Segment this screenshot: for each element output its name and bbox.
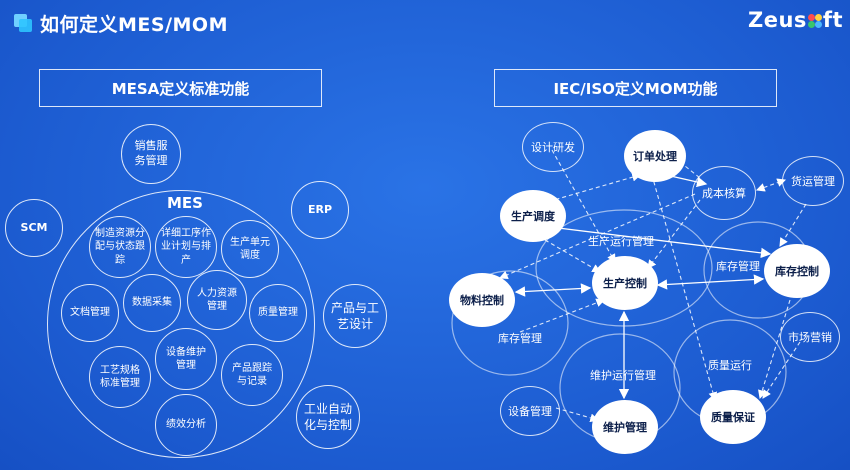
node-product-design: 产品与工艺设计 <box>323 284 387 348</box>
page-title: 如何定义MES/MOM <box>40 13 228 36</box>
left-section-title: MESA定义标准功能 <box>39 69 322 107</box>
title-mark-icon <box>14 14 32 32</box>
mes-label: MES <box>167 194 203 212</box>
node-industrial-automation: 工业自动化与控制 <box>296 385 360 449</box>
label-production-ops: 生产运行管理 <box>588 235 654 248</box>
node-scm: SCM <box>5 199 63 257</box>
label-inventory-left: 库存管理 <box>498 332 542 345</box>
node-product-tracking: 产品跟踪与记录 <box>221 344 283 406</box>
node-detailed-scheduling: 详细工序作业计划与排产 <box>155 216 217 278</box>
mom-node-cost: 成本核算 <box>692 166 756 220</box>
label-inventory-top: 库存管理 <box>716 260 760 273</box>
mom-node-material: 物料控制 <box>449 273 515 327</box>
label-quality-ops: 质量运行 <box>708 359 752 372</box>
ring-material-inventory <box>451 270 569 376</box>
mom-node-market: 市场营销 <box>780 312 840 362</box>
header: 如何定义MES/MOM <box>14 10 228 36</box>
label-maintenance-ops: 维护运行管理 <box>590 369 656 382</box>
mom-node-design: 设计研发 <box>522 122 584 172</box>
left-section-title-text: MESA定义标准功能 <box>111 79 250 98</box>
node-document-management: 文档管理 <box>61 284 119 342</box>
logo-text-a: Zeus <box>748 8 807 32</box>
mom-node-qa: 质量保证 <box>700 390 766 444</box>
mom-node-order: 订单处理 <box>624 130 686 182</box>
right-section-title-text: IEC/ISO定义MOM功能 <box>553 79 718 98</box>
node-resource-allocation: 制造资源分配与状态跟踪 <box>89 216 151 278</box>
node-erp: ERP <box>291 181 349 239</box>
node-sales-service: 销售服务管理 <box>121 124 181 184</box>
mom-node-shipping: 货运管理 <box>782 156 844 206</box>
logo-flower-icon <box>807 14 822 28</box>
mes-big-circle <box>47 190 315 458</box>
mom-node-dispatch: 生产调度 <box>500 190 566 242</box>
logo-text-b: ft <box>822 8 844 32</box>
mom-node-invctrl: 库存控制 <box>764 244 830 298</box>
mom-node-equipment: 设备管理 <box>500 386 560 436</box>
node-unit-dispatch: 生产单元调度 <box>221 220 279 278</box>
mom-node-prodctrl: 生产控制 <box>592 256 658 310</box>
mom-node-maintmgmt: 维护管理 <box>592 400 658 454</box>
right-section-title: IEC/ISO定义MOM功能 <box>494 69 777 107</box>
node-process-spec: 工艺规格标准管理 <box>89 346 151 408</box>
node-data-collection: 数据采集 <box>123 274 181 332</box>
node-quality-management: 质量管理 <box>249 284 307 342</box>
node-human-resources: 人力资源管理 <box>187 270 247 330</box>
node-equipment-maintenance: 设备维护管理 <box>155 328 217 390</box>
node-performance-analysis: 绩效分析 <box>155 394 217 456</box>
